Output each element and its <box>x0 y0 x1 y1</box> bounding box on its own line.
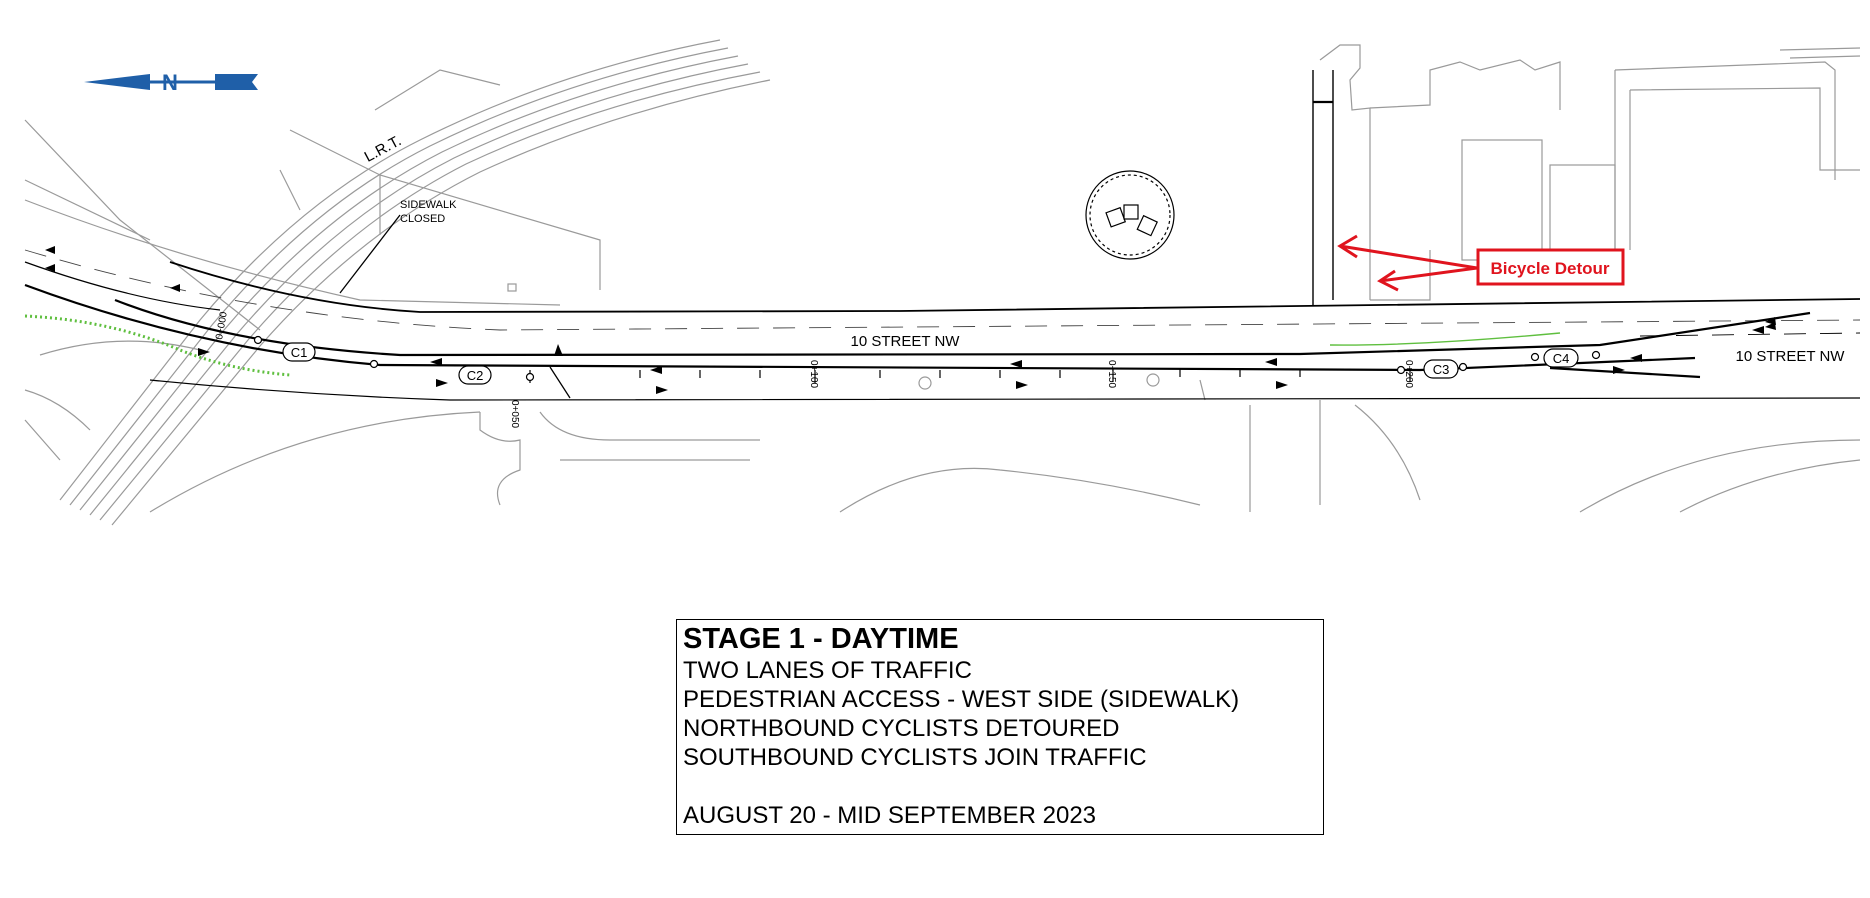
street-name-label: 10 STREET NW <box>851 333 961 350</box>
legend-line-2: PEDESTRIAN ACCESS - WEST SIDE (SIDEWALK) <box>683 686 1240 713</box>
station-label-150: 0+150 <box>1106 360 1117 389</box>
station-label-50: 0+050 <box>509 400 520 429</box>
traffic-arrows <box>45 246 1776 394</box>
background-linework <box>24 39 1861 526</box>
station-label-200: 0+200 <box>1403 360 1414 389</box>
bicycle-detour-arrows <box>1337 234 1478 292</box>
cyclist-path <box>24 314 1561 377</box>
control-point-markers <box>253 335 1601 385</box>
control-point-c2: C2 <box>467 368 484 383</box>
legend-line-4: SOUTHBOUND CYCLISTS JOIN TRAFFIC <box>683 744 1147 771</box>
bicycle-detour-label: Bicycle Detour <box>1490 259 1609 278</box>
station-ticks <box>529 369 1411 383</box>
sidewalk-note-line-1: SIDEWALK <box>400 199 457 211</box>
stage-legend-box: STAGE 1 - DAYTIME TWO LANES OF TRAFFIC P… <box>676 619 1324 835</box>
station-label-100: 0+100 <box>808 360 819 389</box>
street-linework <box>24 70 1861 401</box>
control-point-c1: C1 <box>291 345 308 360</box>
north-arrow-letter: N <box>162 70 178 95</box>
legend-line-3: NORTHBOUND CYCLISTS DETOURED <box>683 715 1120 742</box>
street-name-label-east: 10 STREET NW <box>1736 348 1846 365</box>
stage-dates: AUGUST 20 - MID SEPTEMBER 2023 <box>683 802 1097 829</box>
legend-line-1: TWO LANES OF TRAFFIC <box>683 657 972 684</box>
sidewalk-note-line-2: CLOSED <box>400 213 445 225</box>
fountain-symbol <box>1085 170 1175 260</box>
bicycle-detour-box <box>1476 248 1625 286</box>
stage-title: STAGE 1 - DAYTIME <box>683 623 959 655</box>
station-label-0: 0+000 <box>214 311 230 341</box>
control-point-c3: C3 <box>1433 362 1450 377</box>
north-arrow-icon: N <box>84 70 258 95</box>
control-point-c4: C4 <box>1553 351 1570 366</box>
legend-spacer <box>683 772 1317 801</box>
